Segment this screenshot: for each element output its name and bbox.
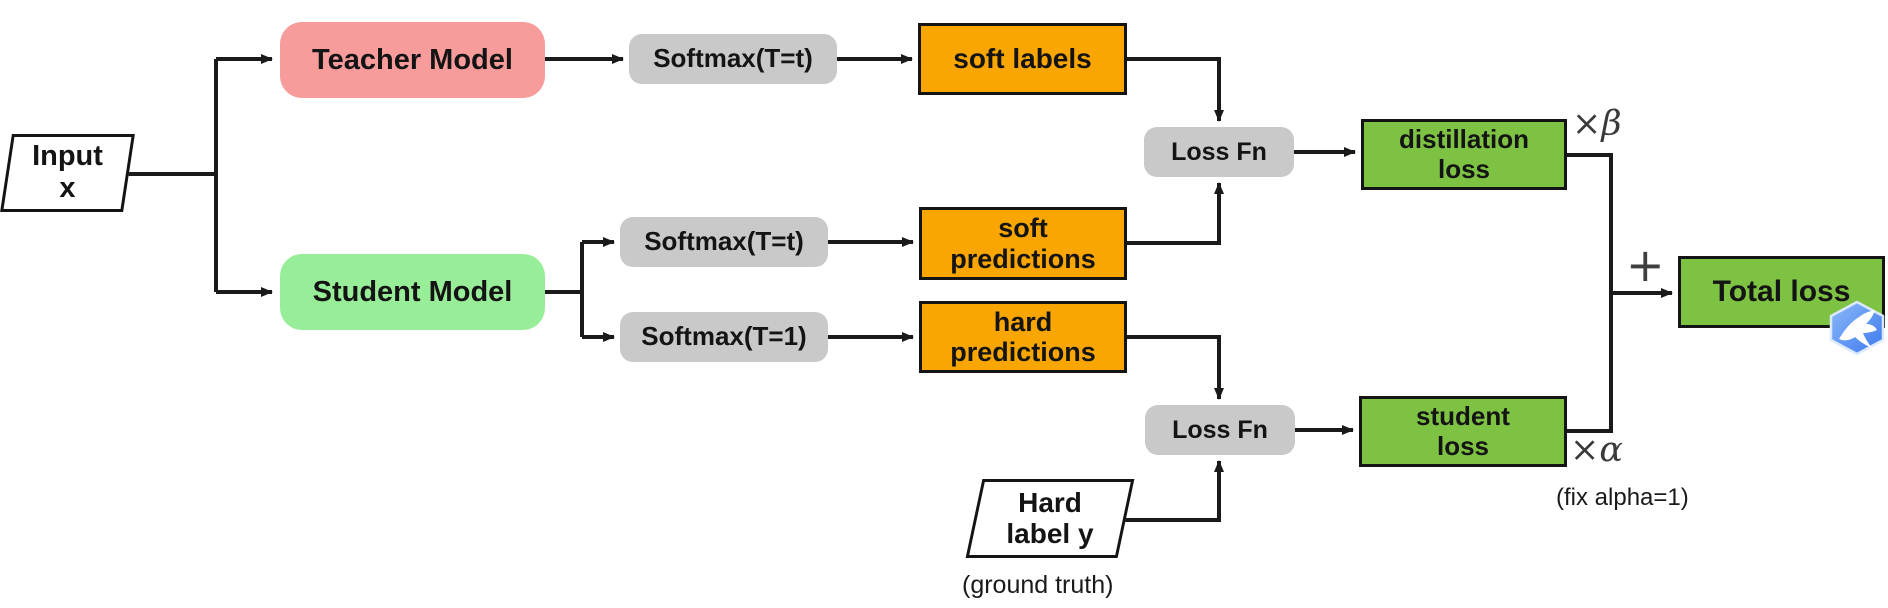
loss-fn-student-node: Loss Fn: [1145, 405, 1295, 455]
badge-bird-glyph: [1839, 310, 1877, 348]
student-loss-node: student loss: [1359, 396, 1567, 467]
times-alpha-label: ×α: [1570, 430, 1623, 470]
input-node-label: Input x: [32, 140, 103, 204]
hard-label-node-label: Hard label y: [1006, 486, 1094, 549]
soft-predictions-node: soft predictions: [919, 207, 1127, 280]
input-node: Input x: [0, 134, 135, 212]
teacher-model-node: Teacher Model: [280, 22, 545, 98]
softmax-student-hard-node: Softmax(T=1): [620, 312, 828, 362]
fix-alpha-note: (fix alpha=1): [1556, 484, 1689, 511]
ground-truth-note: (ground truth): [962, 571, 1114, 599]
hard-predictions-node: hard predictions: [919, 301, 1127, 373]
hard-label-node: Hard label y: [965, 479, 1135, 558]
softmax-teacher-node: Softmax(T=t): [629, 34, 837, 84]
line-loss-sum-bracket: [1567, 153, 1613, 433]
loss-fn-distill-node: Loss Fn: [1144, 127, 1294, 177]
plus-sign-label: +: [1626, 238, 1665, 292]
times-beta-label: ×β: [1572, 104, 1622, 144]
distillation-loss-node: distillation loss: [1361, 119, 1567, 190]
arrow-soft-predictions-to-lossfn: [1127, 182, 1224, 245]
softmax-student-soft-node: Softmax(T=t): [620, 217, 828, 267]
student-model-node: Student Model: [280, 254, 545, 330]
arrow-hard-predictions-to-lossfn: [1127, 335, 1224, 400]
arrow-soft-labels-to-lossfn: [1127, 57, 1224, 122]
hummingbird-badge-icon: [1829, 300, 1885, 356]
arrow-hard-label-to-lossfn: [1122, 460, 1224, 522]
soft-labels-node: soft labels: [918, 23, 1127, 95]
